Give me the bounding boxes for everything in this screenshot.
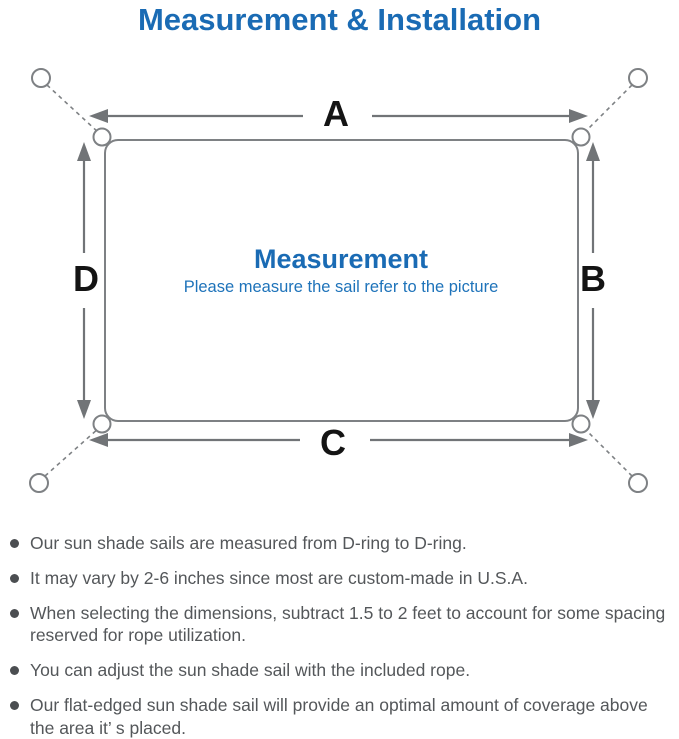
arrowhead-a-right-icon: [569, 109, 588, 123]
bullet-dot-icon: [10, 608, 19, 618]
arrowhead-c-right-icon: [569, 433, 588, 447]
anchor-ring-icon-bottom-left: [29, 473, 49, 493]
arrowhead-d-up-icon: [77, 142, 91, 161]
anchor-rings: [29, 68, 648, 493]
anchor-ring-icon-top-left: [31, 68, 51, 88]
diagram-center-title: Measurement: [253, 244, 429, 274]
anchor-ring-icon-top-right: [628, 68, 648, 88]
d-ring-icon-bottom-left: [92, 414, 112, 434]
anchor-ring-icon-bottom-right: [628, 473, 648, 493]
bullet-dot-icon: [10, 539, 19, 548]
guy-lines: [44, 84, 633, 477]
arrowhead-b-down-icon: [586, 400, 600, 419]
shade-sail-outline: [104, 139, 579, 422]
d-ring-icon-top-right: [571, 127, 591, 147]
bullet-dot-icon: [10, 666, 19, 675]
measurement-notes-list: Our sun shade sails are measured from D-…: [10, 532, 672, 739]
dimension-label-d: D: [73, 258, 99, 299]
dimension-label-a: A: [323, 93, 349, 134]
arrowhead-c-left-icon: [89, 433, 108, 447]
note-text: It may vary by 2-6 inches since most are…: [30, 567, 528, 588]
dimension-label-c: C: [320, 422, 346, 463]
arrowhead-b-up-icon: [586, 142, 600, 161]
d-ring-icon-top-left: [92, 127, 112, 147]
arrowhead-d-down-icon: [77, 400, 91, 419]
diagram-center-subtitle: Please measure the sail refer to the pic…: [183, 278, 499, 296]
bullet-dot-icon: [10, 573, 19, 583]
dimension-label-b: B: [580, 258, 606, 299]
note-text: You can adjust the sun shade sail with t…: [30, 660, 471, 680]
note-text: Our flat-edged sun shade sail will provi…: [30, 694, 648, 738]
d-rings: [92, 127, 591, 434]
guy-line-top-right: [583, 84, 633, 134]
list-item: Our sun shade sails are measured from D-…: [10, 532, 672, 555]
guy-line-bottom-left: [44, 427, 100, 477]
list-item: Our flat-edged sun shade sail will provi…: [10, 694, 672, 739]
page-title: Measurement & Installation: [137, 2, 542, 37]
arrowhead-a-left-icon: [89, 109, 108, 123]
guy-line-bottom-right: [583, 427, 633, 477]
note-text: Our sun shade sails are measured from D-…: [30, 533, 467, 553]
list-item: You can adjust the sun shade sail with t…: [10, 659, 672, 682]
bullet-dot-icon: [10, 700, 19, 710]
list-item: It may vary by 2-6 inches since most are…: [10, 567, 672, 590]
guy-line-top-left: [46, 84, 100, 134]
d-ring-icon-bottom-right: [571, 414, 591, 434]
list-item: When selecting the dimensions, subtract …: [10, 602, 672, 648]
note-text: When selecting the dimensions, subtract …: [30, 602, 666, 646]
